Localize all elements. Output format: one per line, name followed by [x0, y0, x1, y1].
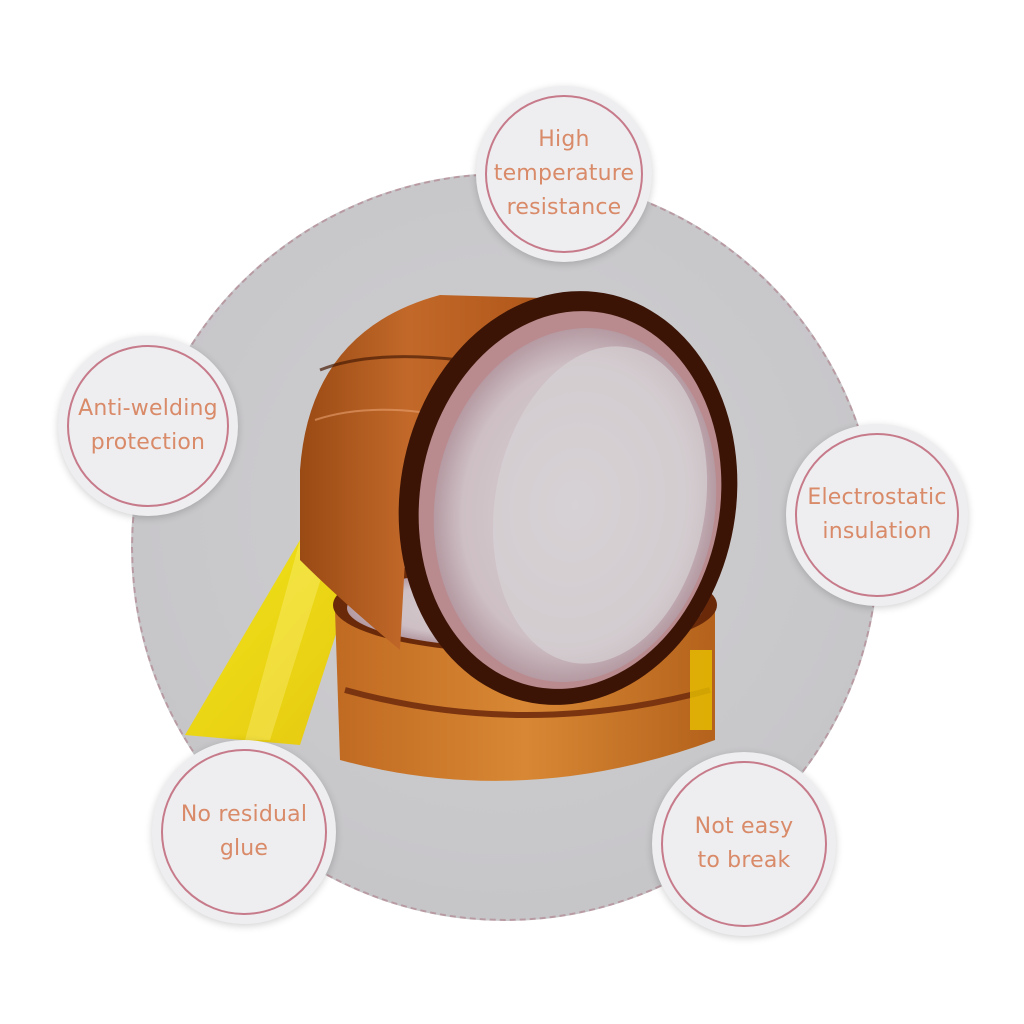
badge-not-easy-to-break: Not easy to break [652, 752, 836, 936]
badge-text-line: High [538, 127, 590, 152]
badge-label: Electrostatic insulation [807, 481, 946, 549]
badge-label: High temperature resistance [494, 123, 634, 225]
badge-text-line: Electrostatic [807, 485, 947, 510]
badge-text-line: No residual [180, 802, 308, 827]
tape-film-strip [185, 540, 360, 745]
badge-text-line: to break [697, 848, 791, 873]
badge-text-line: protection [90, 430, 206, 455]
badge-anti-welding: Anti-welding protection [58, 336, 238, 516]
badge-high-temperature: High temperature resistance [476, 86, 652, 262]
badge-text-line: Not easy [694, 814, 794, 839]
badge-text-line: insulation [822, 519, 932, 544]
badge-text-line: glue [219, 836, 269, 861]
badge-label: Anti-welding protection [78, 392, 218, 460]
badge-ring [67, 345, 229, 507]
badge-label: No residual glue [181, 798, 307, 866]
tape-roll-large [300, 291, 738, 705]
badge-ring [661, 761, 827, 927]
badge-text-line: temperature [493, 161, 635, 186]
badge-no-residual-glue: No residual glue [152, 740, 336, 924]
badge-ring [795, 433, 959, 597]
badge-text-line: Anti-welding [78, 396, 218, 421]
badge-label: Not easy to break [695, 810, 794, 878]
badge-ring [485, 95, 643, 253]
badge-electrostatic: Electrostatic insulation [786, 424, 968, 606]
badge-ring [161, 749, 327, 915]
badge-text-line: resistance [506, 195, 622, 220]
